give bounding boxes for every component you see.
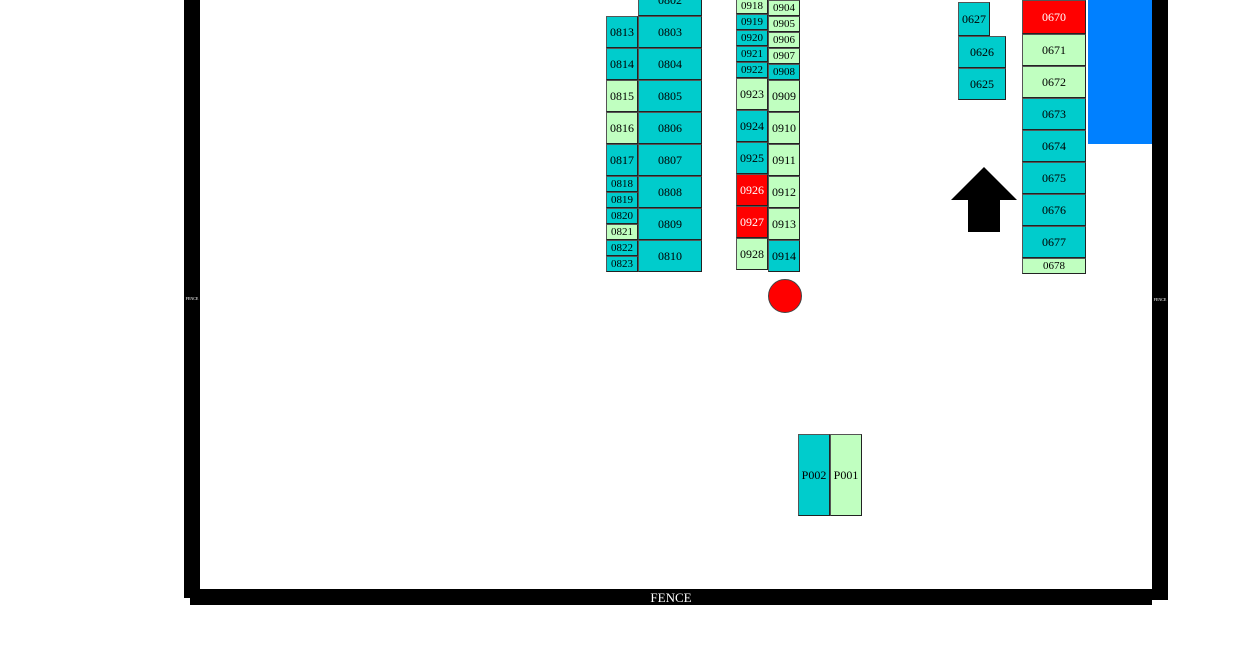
plot-0905[interactable]: 0905 (768, 16, 800, 32)
plot-0672[interactable]: 0672 (1022, 66, 1086, 98)
plot-0670[interactable]: 0670 (1022, 0, 1086, 34)
plot-0920[interactable]: 0920 (736, 30, 768, 46)
plot-0927[interactable]: 0927 (736, 206, 768, 238)
plot-0925[interactable]: 0925 (736, 142, 768, 174)
plot-0625[interactable]: 0625 (958, 68, 1006, 100)
plot-0806[interactable]: 0806 (638, 112, 702, 144)
plot-0626[interactable]: 0626 (958, 36, 1006, 68)
fence-right-label: FENCE (1153, 297, 1167, 302)
plot-0908[interactable]: 0908 (768, 64, 800, 80)
plot-0919[interactable]: 0919 (736, 14, 768, 30)
plot-0819[interactable]: 0819 (606, 192, 638, 208)
plot-0814[interactable]: 0814 (606, 48, 638, 80)
fence-right: FENCE (1152, 0, 1168, 600)
plot-0813[interactable]: 0813 (606, 16, 638, 48)
plot-0918[interactable]: 0918 (736, 0, 768, 14)
north-arrow-icon (951, 167, 1017, 232)
plot-0809[interactable]: 0809 (638, 208, 702, 240)
plot-0914[interactable]: 0914 (768, 240, 800, 272)
plot-0821[interactable]: 0821 (606, 224, 638, 240)
plot-0923[interactable]: 0923 (736, 78, 768, 110)
plot-0926[interactable]: 0926 (736, 174, 768, 206)
plot-0810[interactable]: 0810 (638, 240, 702, 272)
plot-0823[interactable]: 0823 (606, 256, 638, 272)
plot-p001[interactable]: P001 (830, 434, 862, 516)
fence-bottom-label: FENCE (650, 589, 692, 605)
plot-0627[interactable]: 0627 (958, 2, 990, 36)
plot-0911[interactable]: 0911 (768, 144, 800, 176)
fence-left: FENCE (184, 0, 200, 598)
plot-0912[interactable]: 0912 (768, 176, 800, 208)
fence-bottom: FENCE (190, 589, 1152, 605)
plot-0674[interactable]: 0674 (1022, 130, 1086, 162)
plot-0808[interactable]: 0808 (638, 176, 702, 208)
plot-0921[interactable]: 0921 (736, 46, 768, 62)
plot-0922[interactable]: 0922 (736, 62, 768, 78)
plot-0678[interactable]: 0678 (1022, 258, 1086, 274)
fence-left-label: FENCE (185, 296, 199, 301)
plot-0805[interactable]: 0805 (638, 80, 702, 112)
plot-0673[interactable]: 0673 (1022, 98, 1086, 130)
red-circle-marker-icon[interactable] (768, 279, 802, 313)
plot-0817[interactable]: 0817 (606, 144, 638, 176)
plot-0816[interactable]: 0816 (606, 112, 638, 144)
plot-0671[interactable]: 0671 (1022, 34, 1086, 66)
plot-0907[interactable]: 0907 (768, 48, 800, 64)
plot-p002[interactable]: P002 (798, 434, 830, 516)
plot-0909[interactable]: 0909 (768, 80, 800, 112)
plot-0677[interactable]: 0677 (1022, 226, 1086, 258)
plot-0815[interactable]: 0815 (606, 80, 638, 112)
plot-0924[interactable]: 0924 (736, 110, 768, 142)
plot-0822[interactable]: 0822 (606, 240, 638, 256)
plot-0804[interactable]: 0804 (638, 48, 702, 80)
plot-0906[interactable]: 0906 (768, 32, 800, 48)
plot-0675[interactable]: 0675 (1022, 162, 1086, 194)
plot-0807[interactable]: 0807 (638, 144, 702, 176)
plot-0928[interactable]: 0928 (736, 238, 768, 270)
plot-0803[interactable]: 0803 (638, 16, 702, 48)
plot-0910[interactable]: 0910 (768, 112, 800, 144)
blue-zone (1088, 0, 1152, 144)
plot-0904[interactable]: 0904 (768, 0, 800, 16)
plot-0818[interactable]: 0818 (606, 176, 638, 192)
plot-0820[interactable]: 0820 (606, 208, 638, 224)
plot-0676[interactable]: 0676 (1022, 194, 1086, 226)
plot-0913[interactable]: 0913 (768, 208, 800, 240)
plot-0802[interactable]: 0802 (638, 0, 702, 16)
